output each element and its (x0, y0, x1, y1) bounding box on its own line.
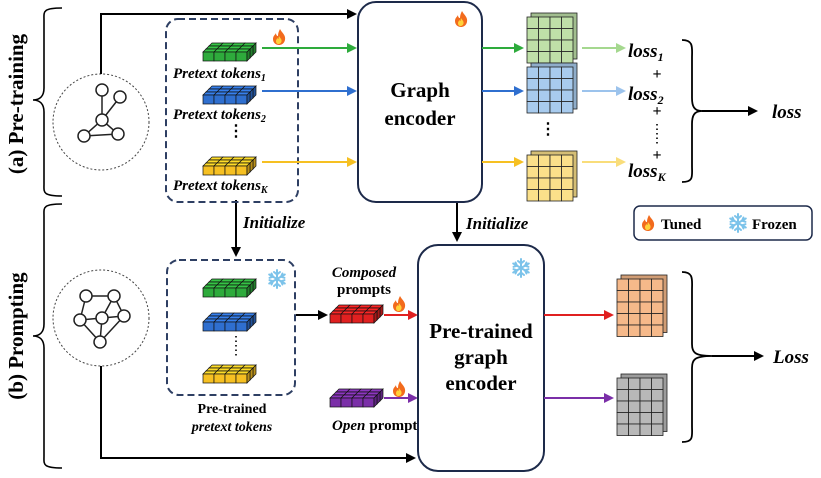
output-grid-k (526, 150, 578, 202)
section-pretraining: (a) Pre-training (4, 7, 63, 197)
pretrained-encoder-label-2: graph (454, 345, 508, 369)
open-prompt-cubes (329, 388, 384, 408)
pretext-token-label-k: Pretext tokensK (173, 178, 269, 196)
graph-nodes (77, 83, 127, 143)
pretext-token-stack-2 (202, 85, 257, 105)
pretrained-tokens-label-2: pretext tokens (191, 420, 273, 435)
open-prompt-stack (329, 388, 384, 408)
output-grids (526, 12, 668, 436)
pretext-token-label-1: Pretext tokens1 (173, 66, 266, 84)
pretrained-token-stack-2 (202, 312, 257, 332)
legend-tuned: Tuned (661, 217, 702, 233)
pretext-token-stack-k (202, 156, 257, 176)
loss-1: loss1 (628, 41, 664, 64)
plus-1: + (652, 66, 661, 83)
pretrained-tokens-box (166, 259, 296, 396)
total-loss: loss (772, 102, 802, 123)
pretrained-token-stacks (202, 278, 257, 384)
initialize-left-label: Initialize (242, 213, 306, 232)
graph-dashed-circle (52, 269, 150, 367)
pretraining-label: (a) Pre-training (4, 33, 28, 174)
prompting-brace (32, 203, 63, 469)
legend-frozen: Frozen (752, 217, 797, 233)
pretext-token-stack-1 (202, 42, 257, 62)
token-vdots: ⋮ (228, 123, 244, 140)
composed-prompt-stack (329, 304, 384, 324)
loss-2: loss2 (628, 84, 664, 107)
graph-encoder-box (357, 1, 483, 203)
composed-prompts-label-1: Composed (332, 265, 397, 281)
prompting-graph (52, 269, 150, 367)
pretrained-encoder-label-1: Pre-trained (429, 319, 533, 343)
pretext-token-label-2: Pretext tokens2 (173, 107, 266, 125)
legend-box (633, 205, 813, 241)
pretext-tokens-box (165, 18, 299, 203)
loss-k: lossK (628, 161, 667, 184)
pretrained-encoder-box (417, 244, 545, 472)
prompting-total-loss: Loss (772, 347, 809, 368)
grid-vdots: ⋮ (540, 121, 556, 138)
flame-icon (393, 381, 406, 397)
composed-prompts-label-2: prompts (337, 282, 391, 298)
loss-brace (681, 39, 703, 183)
plus-2: + (652, 103, 661, 120)
graph-encoder-label-line1: Graph (390, 78, 450, 102)
snowflake-icon (268, 269, 286, 289)
pretrained-token-stack-1 (202, 278, 257, 298)
section-prompting: (b) Prompting (4, 203, 63, 469)
pretraining-brace (32, 7, 63, 197)
composed-prompt-cubes (329, 304, 384, 324)
graph-to-pretrained-encoder-arrow (100, 366, 416, 463)
pretext-token-stacks (202, 42, 257, 176)
prompting-label: (b) Prompting (4, 272, 28, 400)
plus-k: + (652, 147, 661, 164)
initialize-right-label: Initialize (465, 214, 529, 233)
flame-icon (273, 29, 286, 45)
output-grid-2 (526, 62, 578, 114)
pretraining-graph (52, 73, 150, 171)
graph-nodes (73, 289, 131, 349)
output-grid-1 (526, 12, 578, 64)
graph-encoder-label-line2: encoder (384, 106, 455, 130)
prompt-output-grid-open (616, 373, 668, 436)
flame-icon (393, 296, 406, 312)
pretrained-token-stack-k (202, 364, 257, 384)
pretrained-tokens-label-1: Pre-trained (198, 402, 267, 417)
prompt-output-grid-composed (616, 274, 668, 337)
output-brace (681, 271, 713, 443)
pretrained-encoder-label-3: encoder (445, 371, 516, 395)
graph-to-encoder-arrow (100, 9, 357, 74)
